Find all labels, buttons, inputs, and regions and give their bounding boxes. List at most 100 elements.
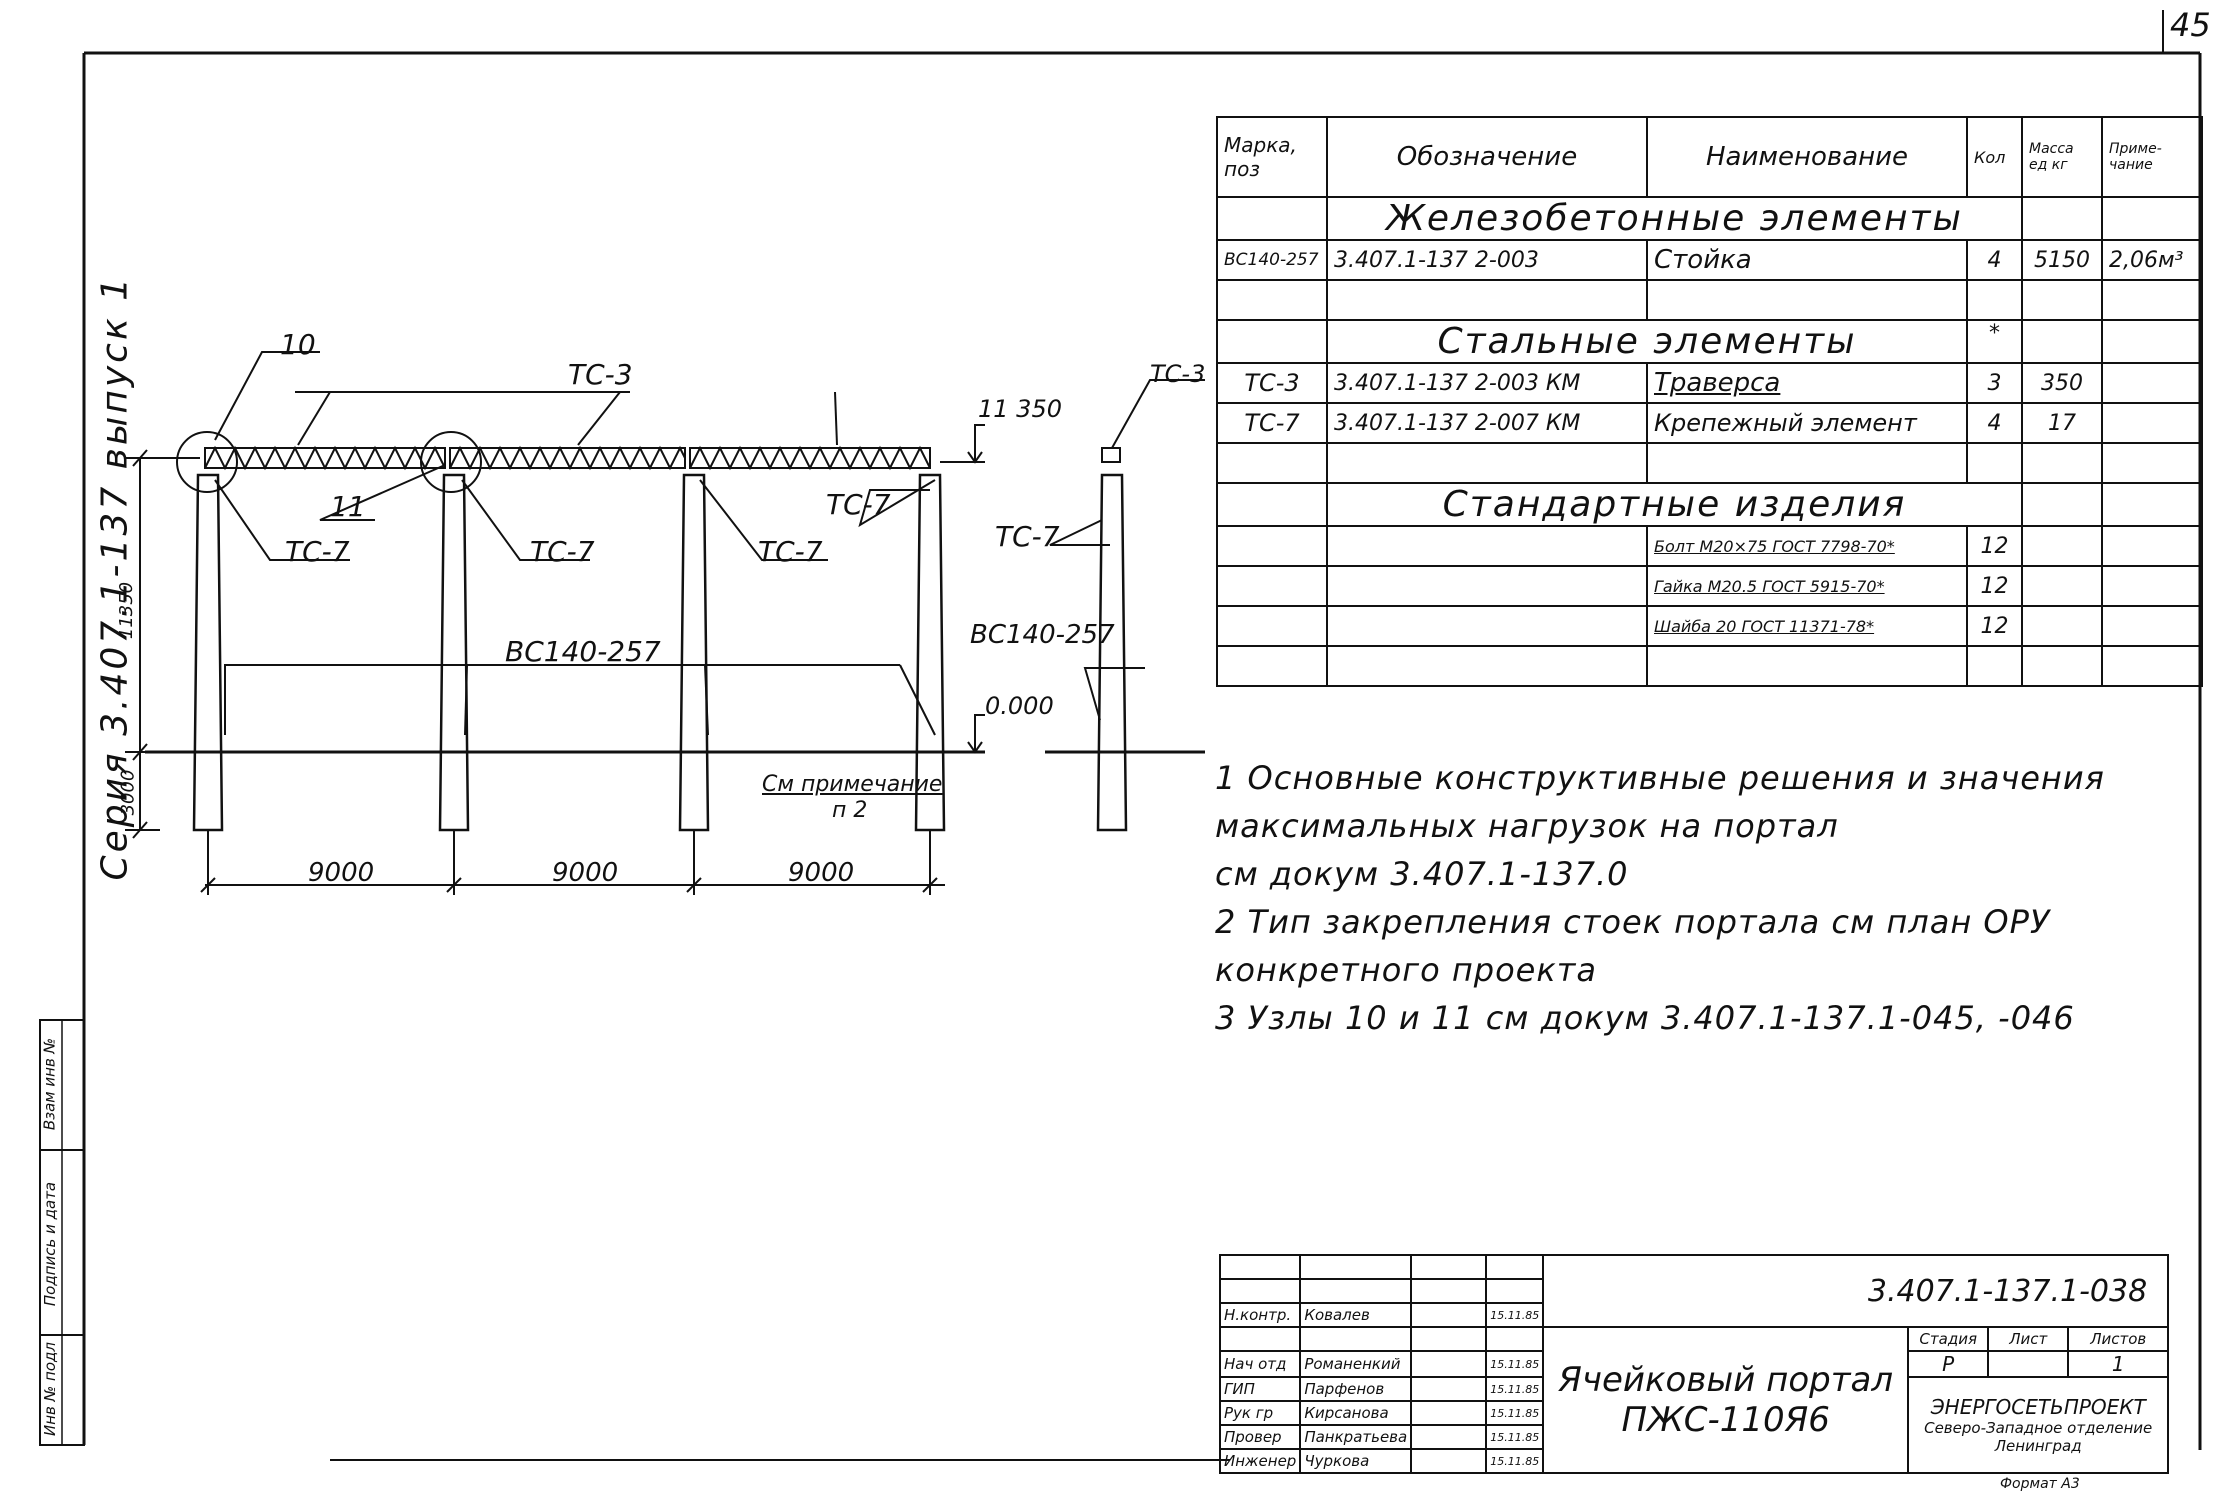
column-bc140-4: [914, 473, 946, 832]
tb-name-4: Панкратьева: [1299, 1424, 1413, 1450]
stamp-replace-inv: Взам инв №: [40, 1037, 59, 1131]
stamp-sign-date: Подпись и дата: [41, 1181, 59, 1307]
tb-stage: Р: [1907, 1350, 1990, 1378]
label-span-2: 9000: [552, 858, 619, 888]
spec-washer-name: Шайба 20 ГОСТ 11371-78*: [1646, 605, 1968, 647]
traverse-tc3-1: [204, 445, 446, 471]
note-line-1: 1 Основные конструктивные решения и знач…: [1215, 759, 2105, 797]
label-bc-main: ВС140-257: [505, 635, 661, 668]
label-tc7-b: ТС-7: [530, 535, 595, 568]
horizontal-dimension: [200, 830, 945, 895]
tb-sheets-label: Листов: [2067, 1326, 2170, 1352]
spec-bc-name: Стойка: [1646, 239, 1968, 281]
node-10-circle: [176, 431, 238, 493]
label-tc3-right: ТС-3: [1150, 360, 1206, 388]
tb-sign-3: [1410, 1400, 1488, 1426]
spec-row-nut: Гайка М20.5 ГОСТ 5915-70* 12: [1216, 565, 2203, 607]
spec-h-mass: Масса ед кг: [2021, 116, 2103, 198]
tb-date-0: 15.11.85: [1485, 1302, 1545, 1328]
spec-tc7-mark: ТС-7: [1216, 402, 1328, 444]
tb-role-5: Инженер: [1218, 1448, 1302, 1474]
tb-row-5: Инженер Чуркова 15.11.85: [1218, 1448, 2168, 1474]
tb-row-empty-3: Ячейковый портал ПЖС-110Я6 Стадия Лист Л…: [1218, 1326, 2170, 1474]
tb-role-4: Провер: [1218, 1424, 1302, 1450]
tb-sheets: 1: [2067, 1350, 2170, 1378]
tb-row-4: Провер Панкратьева 15.11.85: [1218, 1424, 2168, 1450]
spec-h-name: Наименование: [1646, 116, 1968, 198]
node-11-circle: [420, 431, 482, 493]
spec-bc-mass: 5150: [2021, 239, 2103, 281]
spec-bc-designation: 3.407.1-137 2-003: [1326, 239, 1648, 281]
stamp-inv-orig: Инв № подл: [41, 1342, 59, 1436]
tb-title-line-1: Ячейковый портал: [1558, 1360, 1894, 1400]
tb-doc-code: 3.407.1-137.1-038: [1542, 1254, 2170, 1328]
notes-block: 1 Основные конструктивные решения и знач…: [1215, 754, 2105, 1042]
spec-empty-row-3: [1216, 645, 2203, 687]
tb-date-1: 15.11.85: [1485, 1350, 1545, 1378]
tb-title: Ячейковый портал ПЖС-110Я6: [1542, 1326, 1910, 1474]
tb-role-1: Нач отд: [1218, 1350, 1302, 1378]
spec-tc3-name: Траверса: [1646, 362, 1968, 404]
spec-tc7-designation: 3.407.1-137 2-007 КМ: [1326, 402, 1648, 444]
tb-row-empty-1: 3.407.1-137.1-038: [1218, 1254, 2170, 1328]
tb-date-3: 15.11.85: [1485, 1400, 1545, 1426]
spec-section-steel: Стальные элементы *: [1216, 319, 2203, 364]
spec-tc3-mark: ТС-3: [1216, 362, 1328, 404]
column-bc140-2: [438, 473, 470, 832]
spec-bc-note: 2,06м³: [2101, 239, 2203, 281]
tb-role-2: ГИП: [1218, 1376, 1302, 1402]
tb-title-line-2: ПЖС-110Я6: [1621, 1400, 1830, 1440]
spec-h-qty: Кол: [1966, 116, 2023, 198]
label-elev-top: 11 350: [978, 395, 1062, 423]
spec-tc7-note: [2101, 402, 2203, 444]
tb-org-3: Ленинград: [1994, 1437, 2082, 1455]
label-tc7-d: ТС-7: [826, 488, 891, 521]
tb-row-0: Н.контр. Ковалев 15.11.85: [1218, 1302, 2168, 1328]
spec-bc-qty: 4: [1966, 239, 2023, 281]
label-node-10: 10: [280, 328, 316, 361]
label-height-base: 3000: [117, 769, 139, 816]
spec-row-tc3: ТС-3 3.407.1-137 2-003 КМ Траверса 3 350: [1216, 362, 2203, 404]
vertical-dimension: [125, 449, 200, 839]
traverse-tc3-2: [449, 445, 686, 471]
spec-empty-row-2: [1216, 442, 2203, 484]
spec-washer-qty: 12: [1966, 605, 2023, 647]
side-view-cap: [1101, 447, 1121, 463]
spec-nut-name: Гайка М20.5 ГОСТ 5915-70*: [1646, 565, 1968, 607]
page-number: 45: [2170, 6, 2211, 44]
spec-bolt-qty: 12: [1966, 525, 2023, 567]
tb-row-empty-2: [1218, 1278, 2168, 1304]
column-bc140-1: [192, 473, 224, 832]
tb-role-0: Н.контр.: [1218, 1302, 1302, 1328]
spec-steel-asterisk: *: [1966, 319, 2023, 364]
specification-table: Марка, поз Обозначение Наименование Кол …: [1216, 116, 2203, 687]
spec-tc3-qty: 3: [1966, 362, 2023, 404]
label-span-3: 9000: [788, 858, 855, 888]
spec-nut-qty: 12: [1966, 565, 2023, 607]
note-line-2: максимальных нагрузок на портал: [1215, 807, 1839, 845]
label-tc7-a: ТС-7: [285, 535, 350, 568]
tb-row-2: ГИП Парфенов 15.11.85 ЭНЕРГОСЕТЬПРОЕКТ С…: [1218, 1376, 2170, 1474]
spec-tc3-mass: 350: [2021, 362, 2103, 404]
label-note-ref-2: п 2: [832, 798, 868, 823]
tb-name-1: Романенкий: [1299, 1350, 1413, 1378]
spec-row-bolt: Болт М20×75 ГОСТ 7798-70* 12: [1216, 525, 2203, 567]
tb-organization: ЭНЕРГОСЕТЬПРОЕКТ Северо-Западное отделен…: [1907, 1376, 2170, 1474]
traverse-tc3-3: [689, 445, 931, 471]
tb-row-1: Нач отд Романенкий 15.11.85 Р 1: [1218, 1350, 2170, 1378]
tb-role-3: Рук гр: [1218, 1400, 1302, 1426]
spec-tc7-name: Крепежный элемент: [1646, 402, 1968, 444]
label-elev-zero: 0.000: [985, 692, 1054, 720]
spec-bolt-name: Болт М20×75 ГОСТ 7798-70*: [1646, 525, 1968, 567]
tb-row-3: Рук гр Кирсанова 15.11.85: [1218, 1400, 2168, 1426]
tb-date-2: 15.11.85: [1485, 1376, 1545, 1402]
spec-bc-mark: ВС140-257: [1216, 239, 1328, 281]
tb-sign-5: [1410, 1448, 1488, 1474]
spec-tc7-qty: 4: [1966, 402, 2023, 444]
spec-h-designation: Обозначение: [1326, 116, 1648, 198]
tb-org-1: ЭНЕРГОСЕТЬПРОЕКТ: [1930, 1395, 2146, 1419]
spec-row-bc: ВС140-257 3.407.1-137 2-003 Стойка 4 515…: [1216, 239, 2203, 281]
spec-row-washer: Шайба 20 ГОСТ 11371-78* 12: [1216, 605, 2203, 647]
tb-sign-1: [1410, 1350, 1488, 1378]
format-label: Формат А3: [2000, 1476, 2080, 1492]
